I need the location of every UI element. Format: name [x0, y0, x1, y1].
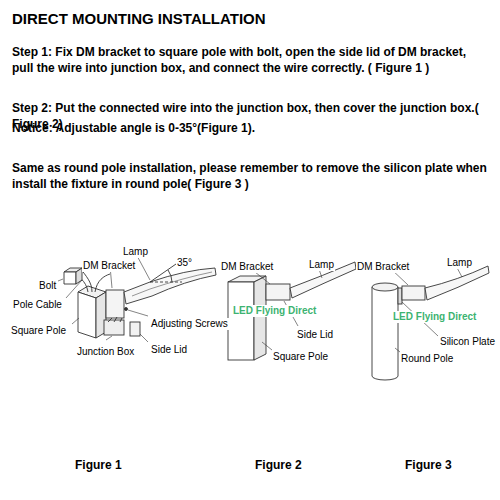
notice-text: Notice: Adjustable angle is 0-35°(Figure… — [12, 120, 490, 136]
part-label-holder: Junction Box — [76, 341, 135, 359]
watermark: LED Flying Direct — [232, 305, 317, 317]
watermark-holder: LED Flying Direct — [232, 300, 317, 318]
figure-caption-holder: Figure 3 — [405, 455, 452, 473]
watermark: LED Flying Direct — [392, 311, 477, 323]
part-label: Side Lid — [296, 329, 334, 341]
part-label-holder: Lamp — [308, 254, 335, 272]
figure-caption: Figure 1 — [75, 458, 122, 472]
figure-caption-holder: Figure 2 — [255, 455, 302, 473]
part-label: Pole Cable — [12, 299, 63, 311]
part-label: DM Bracket — [356, 261, 410, 273]
part-label: DM Bracket — [82, 260, 136, 272]
part-label: Silicon Plate — [439, 336, 496, 348]
part-label: Side Lid — [150, 344, 188, 356]
part-label-holder: Lamp — [446, 252, 473, 270]
page-title-holder: DIRECT MOUNTING INSTALLATION — [12, 10, 266, 28]
part-label-holder: DM Bracket — [220, 256, 274, 274]
angle-label-holder: 35° — [176, 252, 193, 270]
instruction-text-holder: Same as round pole installation, please … — [12, 160, 490, 192]
part-label: Lamp — [446, 257, 473, 269]
part-label-holder: Adjusting Screws — [150, 313, 229, 331]
part-label-holder: Lamp — [122, 241, 149, 259]
watermark-holder: LED Flying Direct — [392, 306, 477, 324]
part-label: Round Pole — [400, 353, 454, 365]
part-label: Lamp — [122, 246, 149, 258]
part-label-holder: Round Pole — [400, 348, 454, 366]
instruction-text: Step 1: Fix DM bracket to square pole wi… — [12, 44, 490, 76]
part-label: Bolt — [38, 280, 57, 292]
part-label-holder: Pole Cable — [12, 294, 63, 312]
part-label-holder: Side Lid — [296, 324, 334, 342]
angle-label: 35° — [176, 257, 193, 269]
part-label-holder: Silicon Plate — [439, 331, 496, 349]
figure-caption: Figure 2 — [255, 458, 302, 472]
instruction-text-holder: Step 1: Fix DM bracket to square pole wi… — [12, 44, 490, 76]
part-label-holder: Side Lid — [150, 339, 188, 357]
figure-caption-holder: Figure 1 — [75, 455, 122, 473]
figure-caption: Figure 3 — [405, 458, 452, 472]
notice-text-holder: Notice: Adjustable angle is 0-35°(Figure… — [12, 120, 490, 136]
part-label-holder: Square Pole — [272, 346, 329, 364]
part-label: Junction Box — [76, 346, 135, 358]
part-label-holder: Bolt — [38, 275, 57, 293]
part-label: Square Pole — [272, 351, 329, 363]
part-label: Lamp — [308, 259, 335, 271]
instruction-text: Same as round pole installation, please … — [12, 160, 490, 192]
part-label-holder: DM Bracket — [356, 256, 410, 274]
part-label: DM Bracket — [220, 261, 274, 273]
page-title: DIRECT MOUNTING INSTALLATION — [12, 10, 266, 28]
part-label: Square Pole — [10, 325, 67, 337]
part-label-holder: Square Pole — [10, 320, 67, 338]
part-label: Adjusting Screws — [150, 318, 229, 330]
